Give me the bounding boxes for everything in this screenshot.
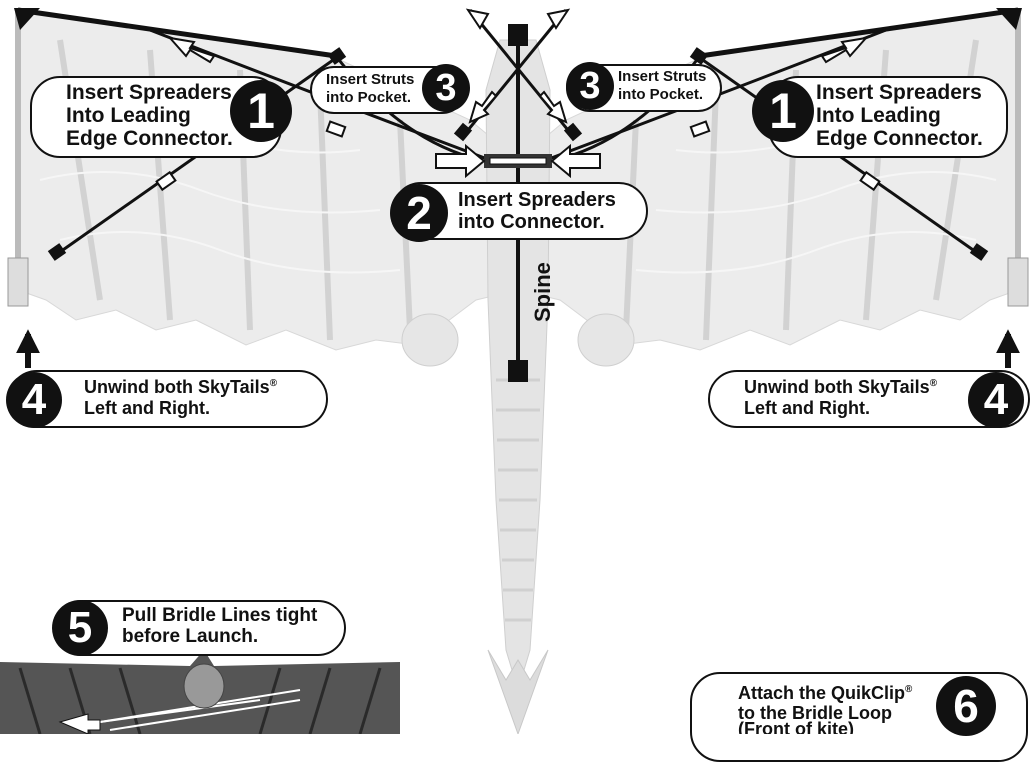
registered-mark: ® [905, 684, 912, 695]
step-4-left-badge: 4 [6, 372, 62, 428]
step-3-left-line2: into Pocket. [326, 90, 411, 106]
registered-mark: ® [930, 378, 937, 389]
step-6-line1-text: Attach the QuikClip [738, 683, 905, 703]
bridle-inset-kite [0, 650, 400, 734]
step-6-line3: (Front of kite) [738, 720, 854, 734]
step-4-right-line1-text: Unwind both SkyTails [744, 377, 930, 397]
step-2-line1: Insert Spreaders [458, 190, 616, 211]
step-3-left-line1: Insert Struts [326, 72, 414, 88]
step-5-badge: 5 [52, 600, 108, 656]
step-4-left-line2: Left and Right. [84, 399, 210, 418]
step-4-right-line2: Left and Right. [744, 399, 870, 418]
step-3-right-line2: into Pocket. [618, 87, 703, 103]
step-1-right-badge: 1 [752, 80, 814, 142]
step-1-right-line2: Into Leading [816, 105, 941, 127]
step-5-line1: Pull Bridle Lines tight [122, 606, 317, 626]
step-1-left-line3: Edge Connector. [66, 128, 233, 150]
step-1-left-badge: 1 [230, 80, 292, 142]
step-4-left-line1: Unwind both SkyTails® [84, 378, 277, 397]
step-3-right-line1: Insert Struts [618, 69, 706, 85]
step-2-line2: into Connector. [458, 212, 605, 233]
step-3-left-badge: 3 [422, 64, 470, 112]
step-1-right-line1: Insert Spreaders [816, 82, 982, 104]
step-1-left-line1: Insert Spreaders [66, 82, 232, 104]
step-6-badge: 6 [936, 676, 996, 736]
step-3-right-badge: 3 [566, 62, 614, 110]
step-5-line2: before Launch. [122, 627, 258, 647]
step-4-left-line1-text: Unwind both SkyTails [84, 377, 270, 397]
step-4-right-line1: Unwind both SkyTails® [744, 378, 937, 397]
spine-label: Spine [530, 262, 556, 322]
step-4-right-badge: 4 [968, 372, 1024, 428]
registered-mark: ® [270, 378, 277, 389]
step-1-left-line2: Into Leading [66, 105, 191, 127]
step-1-right-line3: Edge Connector. [816, 128, 983, 150]
step-6-line1: Attach the QuikClip® [738, 684, 912, 703]
step-2-badge: 2 [390, 184, 448, 242]
